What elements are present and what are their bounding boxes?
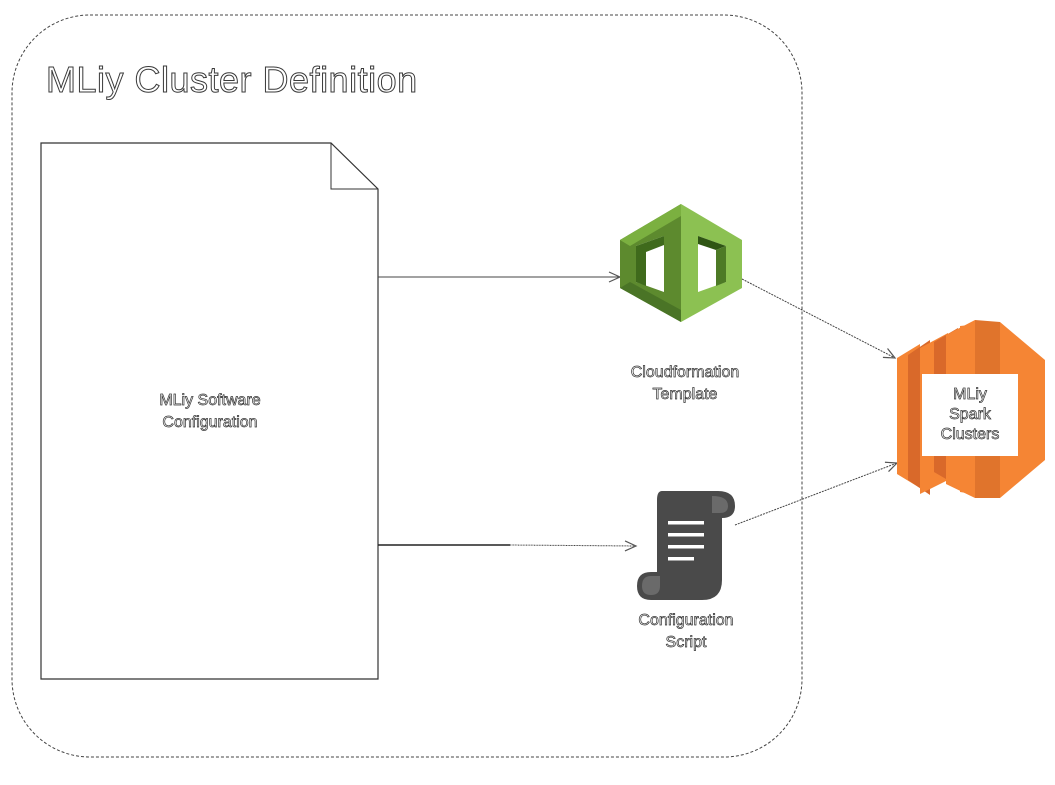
- document-label: MLiy Software Configuration: [100, 390, 320, 434]
- document-label-line2: Configuration: [162, 414, 258, 432]
- cluster-label-line2: Spark: [949, 406, 991, 424]
- arrow-cloudformation-to-cluster: [741, 278, 897, 359]
- group-title: MLiy Cluster Definition: [46, 59, 418, 101]
- document-label-line1: MLiy Software: [159, 392, 261, 410]
- script-label-line1: Configuration: [638, 612, 734, 630]
- cluster-label-line3: Clusters: [940, 426, 1000, 444]
- aws-cloudformation-icon: [620, 204, 742, 322]
- cluster-label-line1: MLiy: [953, 386, 987, 404]
- cloudformation-label: Cloudformation Template: [590, 362, 780, 406]
- arrow-document-to-script: [378, 540, 638, 552]
- arrow-script-to-cluster: [734, 461, 899, 526]
- software-config-document: [40, 142, 379, 680]
- cluster-definition-group: [11, 14, 803, 758]
- script-label: Configuration Script: [596, 610, 776, 654]
- script-scroll-icon: [637, 491, 735, 600]
- script-label-line2: Script: [665, 634, 707, 652]
- cloudformation-label-line2: Template: [652, 386, 718, 404]
- cluster-label: MLiy Spark Clusters: [922, 374, 1018, 456]
- cloudformation-label-line1: Cloudformation: [630, 364, 740, 382]
